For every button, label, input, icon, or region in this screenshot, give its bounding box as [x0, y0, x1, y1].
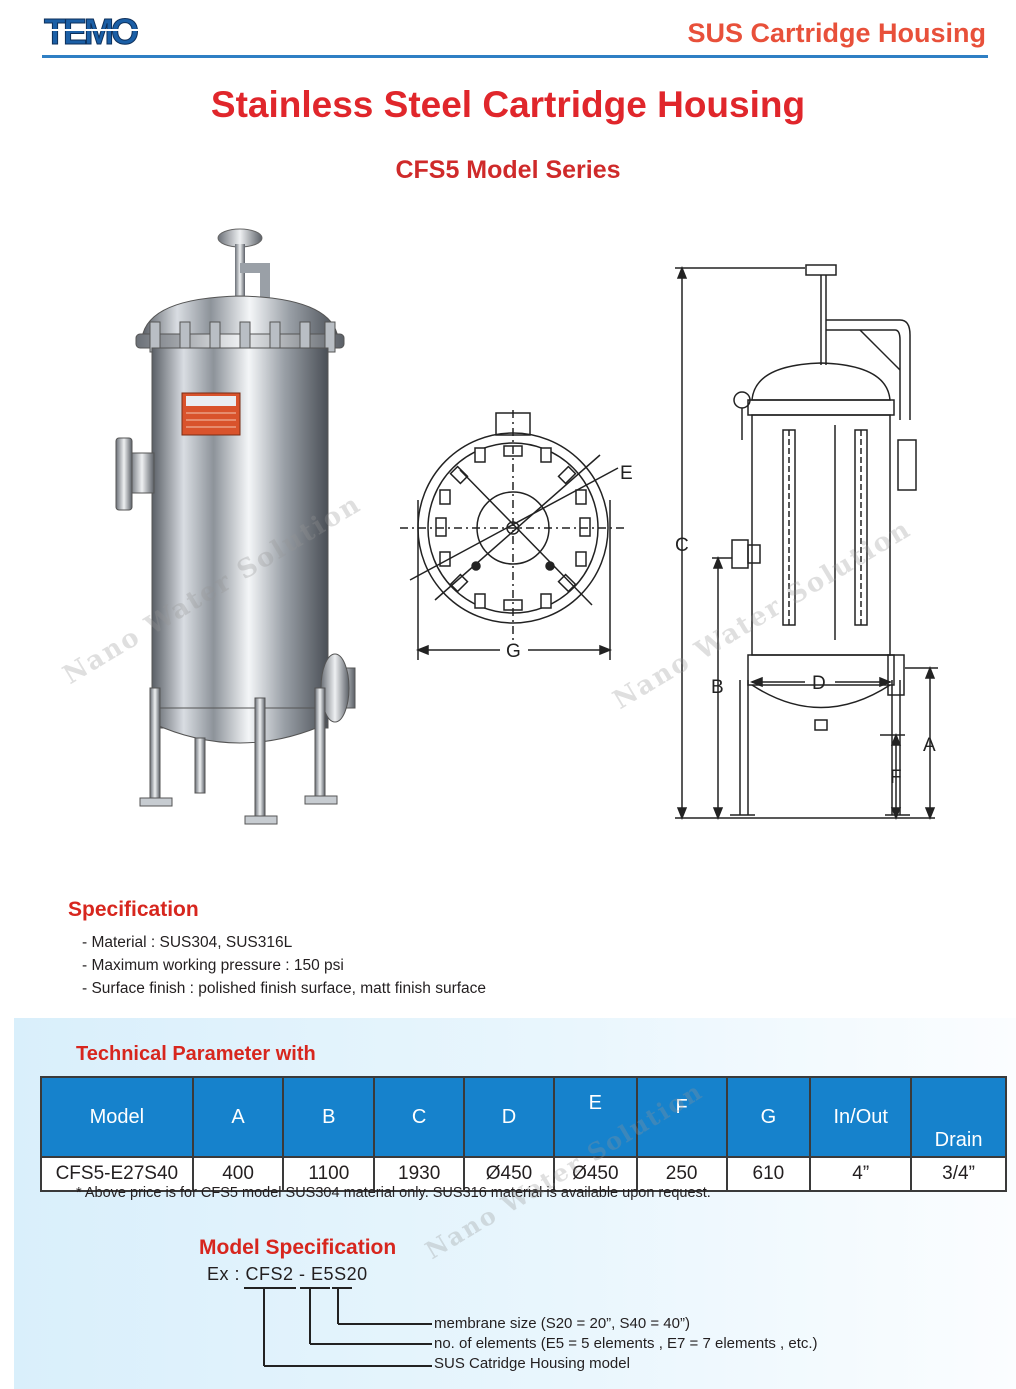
dim-label-e: E — [620, 463, 633, 484]
example-size: S20 — [334, 1264, 368, 1284]
page-title: Stainless Steel Cartridge Housing — [210, 84, 806, 125]
dim-label-c: C — [675, 535, 689, 556]
table-cell: 4” — [809, 1156, 913, 1192]
technical-parameter-table: Model A B C D E F G In/Out Drain CFS5-E2… — [40, 1076, 1007, 1192]
table-cell: 3/4” — [910, 1156, 1007, 1192]
page-subtitle: CFS5 Model Series — [395, 156, 621, 184]
legend-no-of-elements: no. of elements (E5 = 5 elements , E7 = … — [434, 1335, 818, 1352]
table-cell: 1930 — [373, 1156, 466, 1192]
example-prefix: Ex : — [207, 1264, 246, 1284]
dim-label-g: G — [506, 641, 521, 662]
model-specification-heading: Model Specification — [199, 1236, 397, 1259]
table-row: CFS5-E27S40 400 1100 1930 Ø450 Ø450 250 … — [40, 1156, 1007, 1192]
side-view-drawing — [675, 264, 938, 821]
spec-item: Maximum working pressure : 150 psi — [82, 954, 486, 977]
table-cell: Ø450 — [463, 1156, 555, 1192]
example-dash: - — [293, 1264, 312, 1284]
table-cell: 400 — [191, 1156, 285, 1192]
table-cell: CFS5-E27S40 — [40, 1156, 194, 1192]
technical-drawings: E G — [400, 264, 938, 821]
legend-housing-model: SUS Catridge Housing model — [434, 1355, 630, 1372]
column-header: C — [373, 1076, 466, 1158]
column-header: E — [552, 1076, 638, 1158]
dim-label-d: D — [812, 673, 826, 694]
column-header: B — [282, 1076, 376, 1158]
technical-parameter-heading: Technical Parameter with — [76, 1043, 316, 1065]
spec-item: Material : SUS304, SUS316L — [82, 931, 486, 954]
cartridge-housing-photo — [115, 228, 356, 825]
column-header: Drain — [910, 1076, 1007, 1158]
temo-logo: TEMO — [44, 11, 150, 52]
column-header: Model — [40, 1076, 194, 1158]
table-cell: 1100 — [282, 1156, 376, 1192]
table-cell: 250 — [635, 1156, 728, 1192]
dim-label-a: A — [923, 735, 936, 756]
header-title: SUS Cartridge Housing — [687, 18, 986, 48]
example-elements: E5 — [311, 1264, 335, 1284]
specification-heading: Specification — [68, 898, 199, 921]
header-divider — [42, 55, 988, 58]
price-note: * Above price is for CFS5 model SUS304 m… — [76, 1185, 711, 1201]
dim-label-b: B — [711, 677, 724, 698]
column-header: G — [725, 1076, 812, 1158]
model-example-code: Ex : CFS2 - E5S20 — [207, 1264, 368, 1285]
spec-item: Surface finish : polished finish surface… — [82, 977, 486, 1000]
column-header: In/Out — [809, 1076, 913, 1158]
specification-list: Material : SUS304, SUS316L Maximum worki… — [82, 931, 486, 1000]
column-header: A — [191, 1076, 285, 1158]
logo-text: TEMO — [44, 11, 138, 52]
model-code-bracket-lines — [244, 1287, 432, 1367]
top-view-drawing — [400, 410, 626, 660]
table-header-row: Model A B C D E F G In/Out Drain — [40, 1076, 1007, 1158]
dim-label-f: F — [890, 767, 902, 788]
column-header: D — [463, 1076, 555, 1158]
legend-membrane-size: membrane size (S20 = 20”, S40 = 40”) — [434, 1315, 690, 1332]
example-series: CFS2 — [245, 1264, 294, 1284]
table-cell: Ø450 — [552, 1156, 638, 1192]
column-header: F — [635, 1076, 728, 1158]
table-cell: 610 — [725, 1156, 812, 1192]
